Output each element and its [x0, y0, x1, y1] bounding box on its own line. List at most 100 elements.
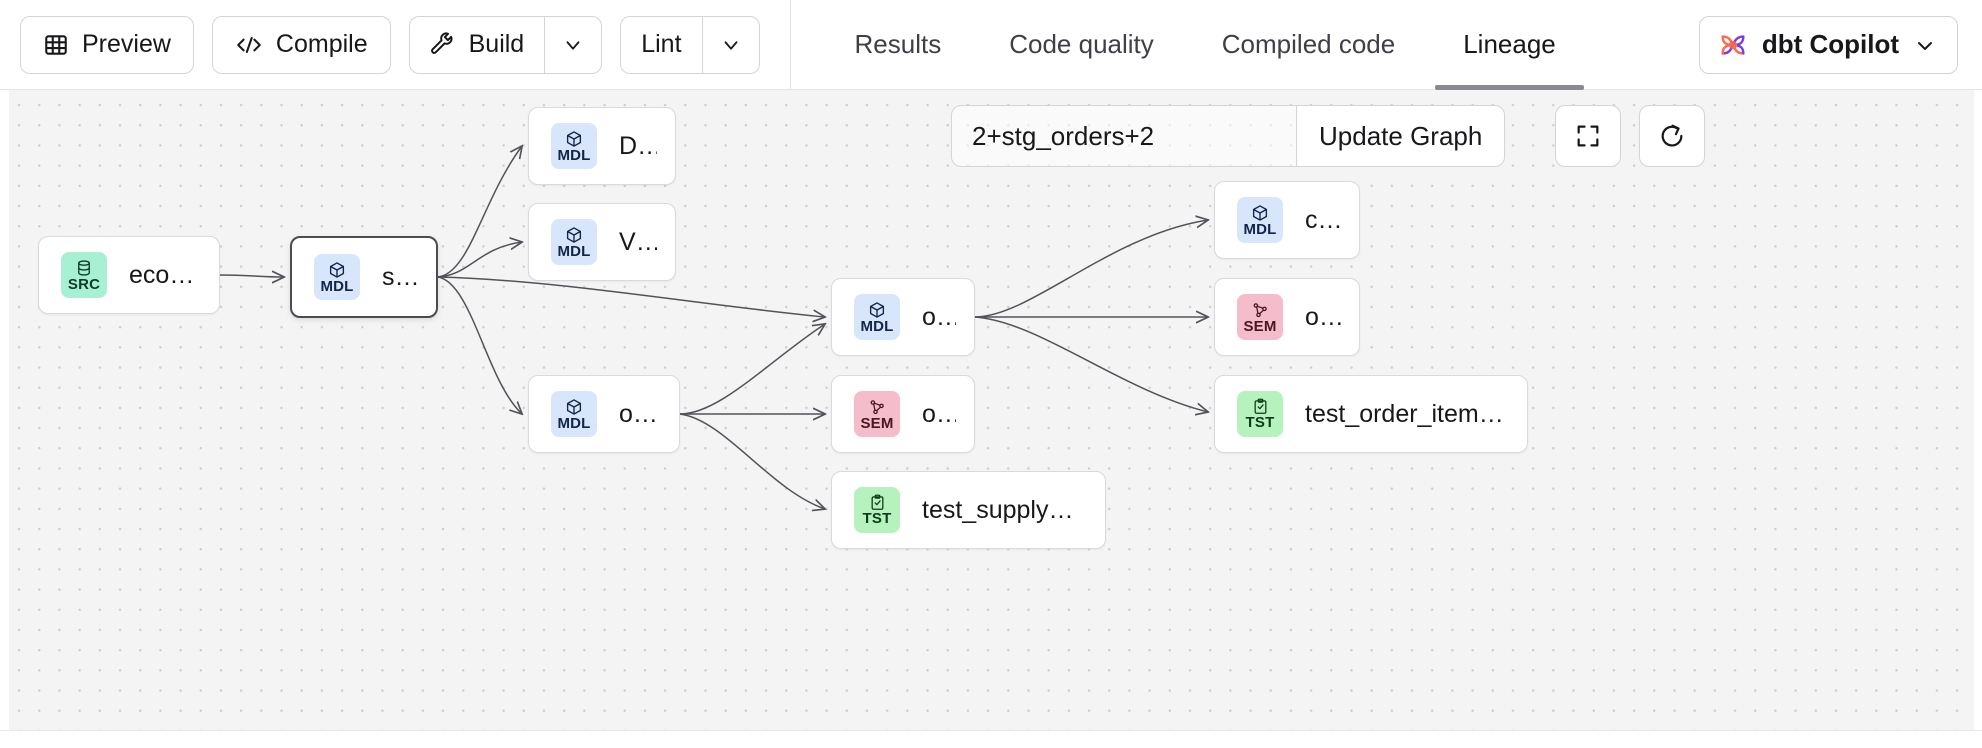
build-button-group: Build — [408, 15, 603, 74]
lineage-node-order-items[interactable]: MDL order_items — [528, 375, 680, 453]
tab-code-quality-label: Code quality — [1009, 29, 1154, 59]
chevron-down-icon — [720, 34, 742, 56]
tab-results-label: Results — [854, 29, 942, 59]
build-dropdown-button[interactable] — [544, 15, 603, 74]
compile-button[interactable]: Compile — [211, 15, 391, 74]
tab-lineage[interactable]: Lineage — [1429, 0, 1590, 90]
badge-label-src: SRC — [67, 275, 101, 293]
semantic-icon — [1251, 301, 1269, 319]
cube-icon — [1251, 204, 1269, 222]
tab-bar: Results Code quality Compiled code Linea… — [791, 0, 1590, 90]
badge-label-sem: SEM — [1243, 317, 1277, 335]
chevron-down-icon — [1913, 33, 1937, 57]
fullscreen-icon — [1574, 122, 1602, 150]
node-type-badge-mdl: MDL — [551, 391, 597, 437]
update-graph-button[interactable]: Update Graph — [1297, 106, 1505, 166]
lineage-node-ecom-raw-orders[interactable]: SRC ecom.raw_orders — [38, 236, 220, 314]
refresh-button[interactable] — [1639, 105, 1706, 167]
badge-label-mdl: MDL — [320, 277, 354, 295]
node-label: Demo — [619, 131, 657, 160]
node-label: order_item — [922, 399, 956, 428]
lineage-node-order-item-semantic[interactable]: SEM order_item — [831, 375, 975, 453]
node-label: VE_Demo — [619, 227, 657, 256]
selector-divider — [1296, 106, 1297, 166]
canvas-left-edge — [0, 90, 9, 730]
node-label: orders — [922, 302, 956, 331]
cube-icon — [565, 398, 583, 416]
tab-code-quality[interactable]: Code quality — [975, 0, 1188, 90]
node-label: order_items — [619, 399, 661, 428]
node-selector-box: Update Graph — [951, 105, 1506, 167]
tab-results[interactable]: Results — [821, 0, 976, 90]
canvas-right-edge — [1974, 90, 1982, 730]
database-icon — [75, 259, 93, 277]
copilot-label: dbt Copilot — [1761, 29, 1899, 59]
dbt-logo-icon — [1718, 30, 1748, 60]
lint-dropdown-button[interactable] — [701, 15, 760, 74]
node-selector-input[interactable] — [952, 106, 1296, 166]
clipboard-check-icon — [1252, 398, 1269, 415]
graph-controls-bar: Update Graph — [951, 105, 1706, 167]
badge-label-mdl: MDL — [557, 414, 591, 432]
preview-button[interactable]: Preview — [20, 15, 194, 74]
node-type-badge-src: SRC — [61, 252, 107, 298]
semantic-icon — [868, 398, 886, 416]
badge-label-tst: TST — [862, 510, 892, 527]
node-label: customers — [1305, 205, 1341, 234]
lint-button-group: Lint — [620, 15, 760, 74]
node-type-badge-mdl: MDL — [551, 123, 597, 169]
wrench-icon — [430, 32, 456, 58]
badge-label-mdl: MDL — [557, 242, 591, 260]
compile-label: Compile — [275, 30, 368, 58]
cube-icon — [328, 261, 346, 279]
copilot-area: dbt Copilot — [1698, 15, 1982, 74]
lineage-node-orders-model[interactable]: MDL orders — [831, 278, 975, 356]
lint-button[interactable]: Lint — [620, 15, 702, 74]
badge-label-mdl: MDL — [557, 146, 591, 164]
node-type-badge-mdl: MDL — [314, 254, 360, 300]
tab-compiled-code[interactable]: Compiled code — [1188, 0, 1429, 90]
node-type-badge-tst: TST — [854, 487, 900, 533]
node-type-badge-mdl: MDL — [551, 219, 597, 265]
build-label: Build — [468, 30, 525, 58]
refresh-icon — [1658, 122, 1686, 150]
lineage-node-ve-demo[interactable]: MDL VE_Demo — [528, 203, 676, 281]
lint-label: Lint — [641, 30, 682, 58]
node-type-badge-sem: SEM — [854, 391, 900, 437]
cube-icon — [565, 130, 583, 148]
node-type-badge-mdl: MDL — [1237, 197, 1283, 243]
cube-icon — [565, 226, 583, 244]
tab-compiled-code-label: Compiled code — [1221, 29, 1396, 59]
dbt-copilot-button[interactable]: dbt Copilot — [1698, 15, 1958, 74]
preview-label: Preview — [82, 30, 171, 58]
code-brackets-icon — [235, 32, 263, 58]
lineage-edges — [219, 90, 1982, 730]
lineage-canvas[interactable]: SRC ecom.raw_orders MDL stg_orders — [0, 90, 1982, 730]
top-toolbar: Preview Compile Build — [0, 0, 1982, 90]
node-type-badge-mdl: MDL — [854, 294, 900, 340]
badge-label-mdl: MDL — [1243, 220, 1277, 238]
node-type-badge-tst: TST — [1237, 391, 1283, 437]
node-type-badge-sem: SEM — [1237, 294, 1283, 340]
node-label: test_supply_costs_sum_correctly — [922, 495, 1087, 524]
badge-label-mdl: MDL — [860, 317, 894, 335]
build-button[interactable]: Build — [408, 15, 545, 74]
table-icon — [43, 32, 69, 58]
lineage-node-test-order-items[interactable]: TST test_order_items_compute_to_bools_c… — [1214, 375, 1528, 453]
chevron-down-icon — [562, 34, 584, 56]
badge-label-sem: SEM — [860, 414, 894, 432]
node-label: ecom.raw_orders — [129, 260, 201, 289]
toolbar-divider — [789, 0, 791, 90]
lineage-node-customers[interactable]: MDL customers — [1214, 181, 1360, 259]
bottom-edge-strip — [0, 730, 1982, 748]
lineage-node-orders-semantic[interactable]: SEM orders — [1214, 278, 1360, 356]
lineage-node-stg-orders[interactable]: MDL stg_orders — [290, 236, 438, 318]
lineage-node-test-supply-costs[interactable]: TST test_supply_costs_sum_correctly — [831, 471, 1106, 549]
node-label: orders — [1305, 302, 1341, 331]
cube-icon — [868, 301, 886, 319]
action-buttons-group: Preview Compile Build — [0, 0, 760, 89]
node-label: stg_orders — [382, 262, 418, 291]
badge-label-tst: TST — [1245, 414, 1275, 431]
lineage-node-demo[interactable]: MDL Demo — [528, 107, 676, 185]
fullscreen-button[interactable] — [1555, 105, 1622, 167]
